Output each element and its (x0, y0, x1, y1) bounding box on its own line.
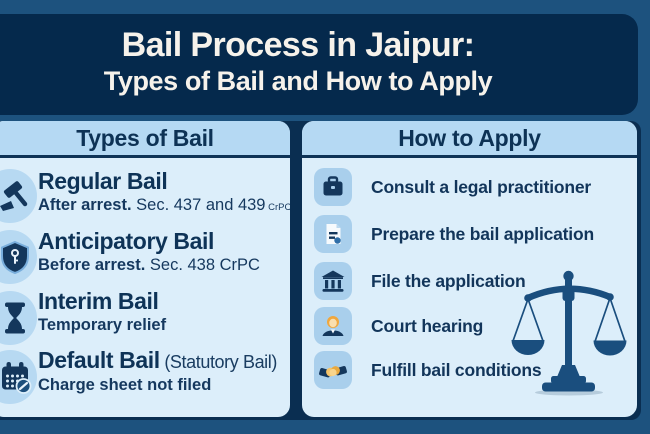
step-label: Fulfill bail conditions (371, 359, 542, 380)
bail-type-name: Regular Bail (38, 168, 168, 194)
types-of-bail-panel: Types of Bail Regular Bail After arrest.… (0, 121, 290, 417)
gavel-icon (0, 169, 37, 223)
bail-type-title: Anticipatory Bail (38, 229, 214, 253)
page-title: Bail Process in Jaipur: (121, 26, 475, 64)
detail-bold: Temporary relief (38, 316, 167, 334)
briefcase-icon (314, 168, 352, 206)
bail-type-detail: Before arrest. Sec. 438 CrPC (38, 256, 260, 274)
bail-type-name: Interim Bail (38, 288, 159, 314)
bail-type-suffix: (Statutory Bail) (159, 352, 277, 372)
detail-regular: Sec. 437 and 439 (131, 196, 266, 214)
apply-step: Fulfill bail conditions (314, 351, 542, 389)
step-label: Prepare the bail application (371, 223, 594, 244)
page-subtitle: Types of Bail and How to Apply (103, 66, 493, 96)
detail-bold: Charge sheet not filed (38, 376, 212, 394)
shield-icon (0, 230, 37, 284)
detail-regular: Sec. 438 CrPC (145, 256, 260, 274)
bail-type-name: Anticipatory Bail (38, 228, 214, 254)
judge-icon (314, 307, 352, 345)
detail-bold: Before arrest. (38, 256, 146, 274)
types-of-bail-heading: Types of Bail (0, 121, 290, 158)
bail-type-title: Default Bail (Statutory Bail) (38, 348, 277, 372)
scales-of-justice-illustration (511, 270, 627, 396)
how-to-apply-panel: How to Apply Consult a legal practitione… (302, 121, 637, 417)
bank-icon (314, 262, 352, 300)
bail-type-name: Default Bail (38, 347, 160, 373)
step-label: Consult a legal practitioner (371, 176, 591, 197)
apply-step: File the application (314, 262, 526, 300)
apply-step: Court hearing (314, 307, 483, 345)
handshake-icon (314, 351, 352, 389)
hourglass-icon (0, 291, 37, 345)
detail-small: CrPC (265, 202, 290, 213)
detail-bold: After arrest. (38, 196, 132, 214)
apply-step: Consult a legal practitioner (314, 168, 591, 206)
bail-type-detail: Temporary relief (38, 316, 167, 334)
document-icon (314, 215, 352, 253)
how-to-apply-heading: How to Apply (302, 121, 637, 158)
step-label: Court hearing (371, 315, 484, 336)
poster-header: Bail Process in Jaipur: Types of Bail an… (0, 14, 638, 115)
bail-type-detail: Charge sheet not filed (38, 376, 212, 394)
apply-step: Prepare the bail application (314, 215, 594, 253)
step-label: File the application (371, 270, 526, 291)
bail-type-title: Interim Bail (38, 288, 159, 314)
calendar-icon (0, 350, 37, 404)
bail-type-title: Regular Bail (38, 168, 168, 194)
bail-type-detail: After arrest. Sec. 437 and 439 CrPC (38, 196, 290, 214)
